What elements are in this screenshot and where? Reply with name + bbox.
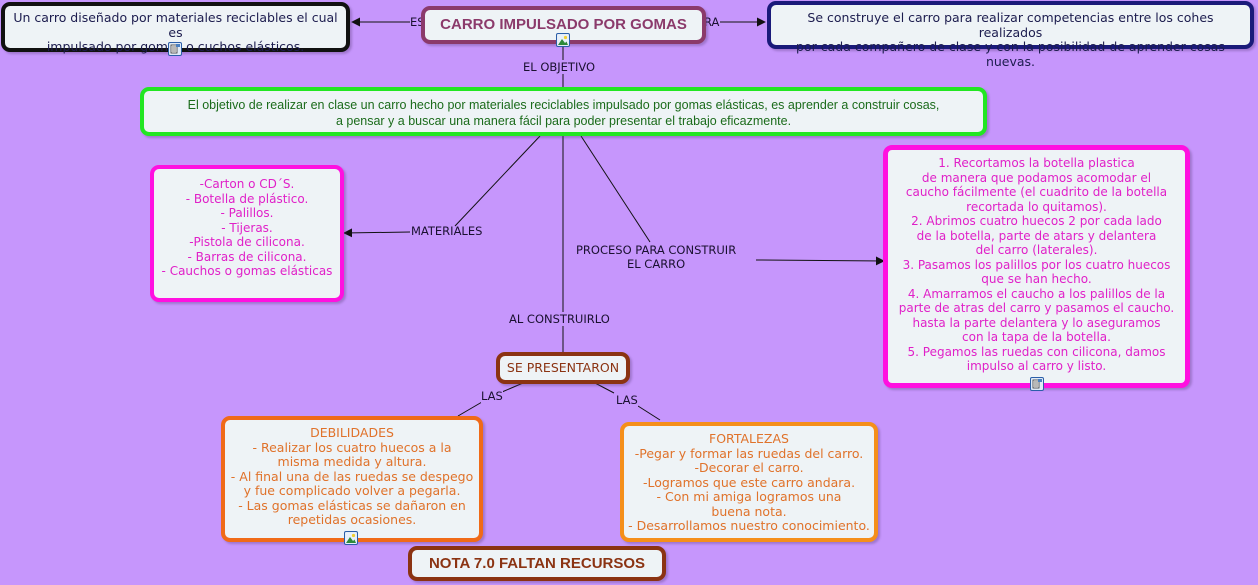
link-label-las-right: LAS (616, 393, 638, 407)
link-label-las-left: LAS (481, 389, 503, 403)
weaknesses-node[interactable]: DEBILIDADES - Realizar los cuatro huecos… (221, 416, 483, 542)
link-presented-las-left (501, 382, 524, 393)
purpose-node[interactable]: Se construye el carro para realizar comp… (767, 1, 1254, 68)
link-label-al-construirlo: AL CONSTRUIRLO (509, 312, 610, 326)
image-icon[interactable] (556, 33, 570, 47)
notes-icon[interactable] (168, 42, 182, 56)
link-proceso-box (755, 256, 885, 266)
image-icon[interactable] (344, 531, 358, 545)
notes-icon[interactable] (1030, 377, 1044, 391)
strengths-node[interactable]: FORTALEZAS -Pegar y formar las ruedas de… (620, 422, 878, 542)
link-materiales-box (343, 228, 411, 238)
link-label-proceso: PROCESO PARA CONSTRUIR EL CARRO (576, 243, 737, 271)
link-presented-las-right (594, 382, 615, 394)
link-label-objetivo: EL OBJETIVO (523, 60, 596, 74)
link-las-left-weak (457, 401, 483, 417)
link-las-right-strong (637, 405, 661, 421)
objective-node[interactable]: El objetivo de realizar en clase un carr… (140, 87, 987, 136)
title-text: CARRO IMPULSADO POR GOMAS (440, 16, 687, 33)
link-label-para: RA (704, 15, 720, 29)
grade-node[interactable]: NOTA 7.0 FALTAN RECURSOS (408, 546, 666, 581)
process-node[interactable]: 1. Recortamos la botella plastica de man… (883, 145, 1190, 388)
presented-node[interactable]: SE PRESENTARON (496, 352, 630, 384)
link-label-es: ES (410, 15, 425, 29)
link-objective-proceso (580, 135, 651, 243)
link-objective-materiales (454, 135, 541, 227)
materials-node[interactable]: -Carton o CD´S. - Botella de plástico. -… (150, 165, 344, 302)
link-label-materiales: MATERIALES (411, 224, 483, 238)
